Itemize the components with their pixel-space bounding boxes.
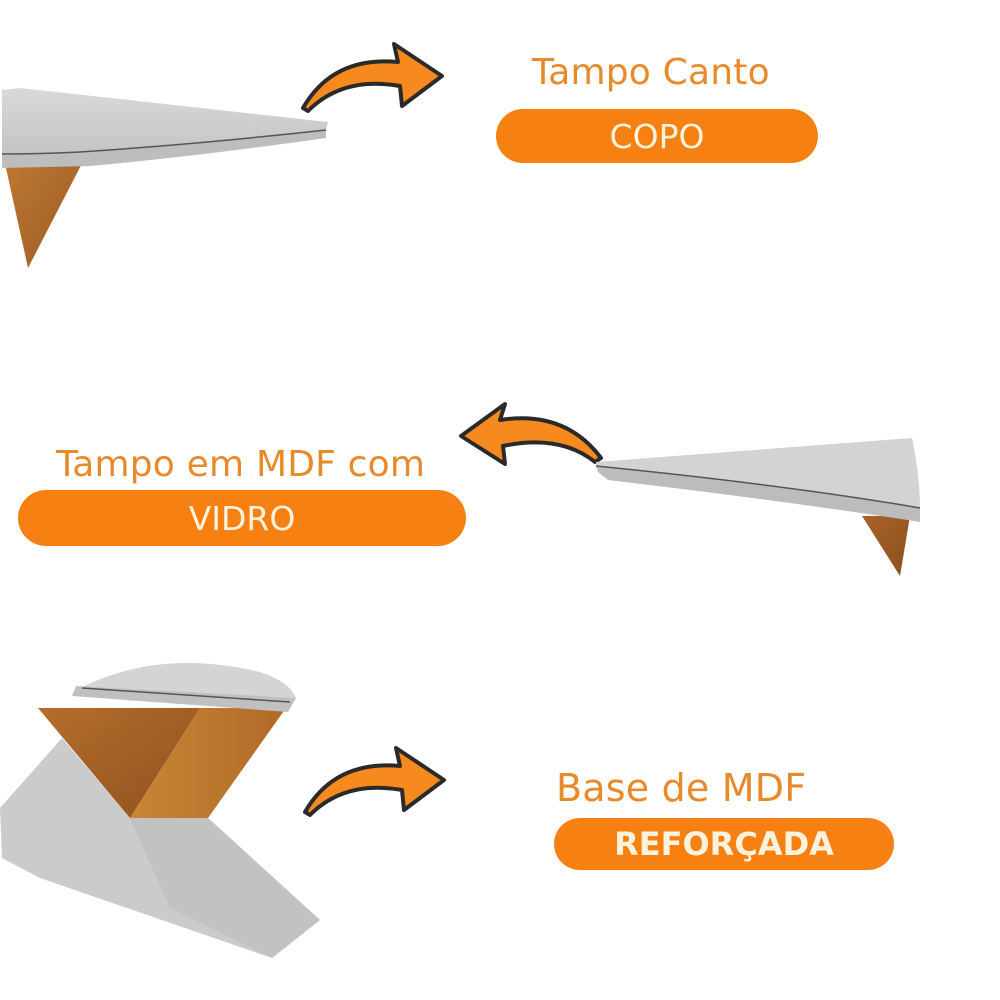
corner-top-shelf-image (1, 88, 328, 268)
feature-title: Tampo em MDF com (56, 444, 426, 485)
curved-arrow-right-icon (303, 746, 446, 817)
curved-arrow-right-icon (301, 42, 444, 113)
feature-mdf-glass-top: Tampo em MDF com VIDRO (0, 380, 1000, 600)
feature-highlight-pill: VIDRO (18, 490, 466, 546)
feature-reinforced-base: Base de MDF REFORÇADA (0, 640, 1000, 1000)
curved-arrow-left-icon (459, 402, 603, 466)
feature-title: Tampo Canto (532, 52, 770, 93)
feature-corner-top: Tampo Canto COPO (0, 0, 1000, 300)
feature-highlight-text: COPO (609, 116, 705, 156)
mdf-glass-top-image (595, 438, 921, 576)
reinforced-mdf-base-image (0, 663, 320, 958)
feature-highlight-pill: REFORÇADA (554, 818, 894, 870)
feature-highlight-text: VIDRO (188, 498, 296, 538)
feature-highlight-text: REFORÇADA (614, 825, 834, 863)
feature-title: Base de MDF (556, 766, 807, 810)
feature-highlight-pill: COPO (496, 109, 818, 163)
